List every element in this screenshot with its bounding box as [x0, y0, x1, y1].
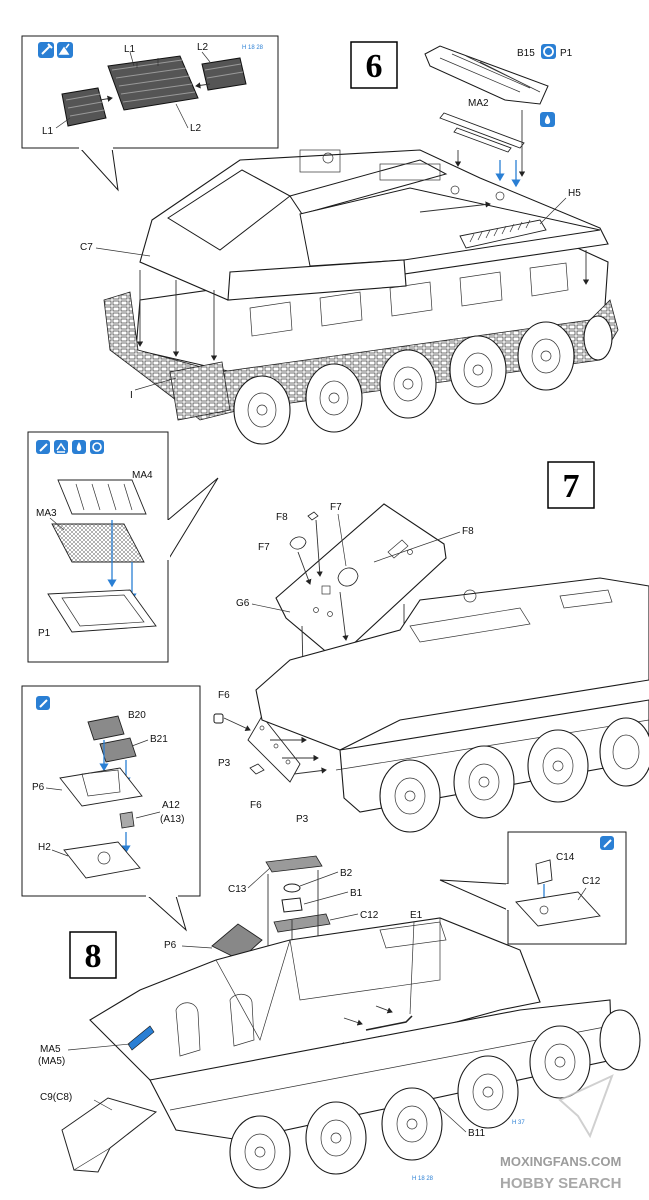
label-b11: B11 — [468, 1128, 485, 1139]
step-8-number-text: 8 — [85, 938, 102, 975]
glue-icon — [600, 836, 614, 850]
track-links — [61, 55, 247, 127]
label-p1-inset: P1 — [38, 628, 51, 639]
paint-icon — [72, 440, 86, 454]
label-p1: P1 — [560, 48, 573, 59]
label-f8-right: F8 — [462, 526, 474, 537]
label-i: I — [130, 390, 133, 401]
part-b15: B15 P1 — [424, 44, 573, 105]
road-wheels-step-8 — [229, 1009, 641, 1189]
hull-step-8: E1 B11 MA5 (MA5) C9(C8) — [38, 910, 641, 1189]
glue-icon — [36, 440, 50, 454]
label-ma2: MA2 — [468, 98, 489, 109]
part-p3-f6: F6 P3 F6 P3 — [213, 690, 327, 825]
part-stack-c13-b2-b1-c12: C13 B2 B1 C12 — [228, 855, 379, 981]
bend-icon — [54, 440, 68, 454]
label-f6-top: F6 — [218, 690, 230, 701]
label-p6-inset: P6 — [32, 782, 45, 793]
hull-step-6: H5 C7 I — [80, 149, 619, 445]
option-icon — [541, 44, 556, 59]
label-b2: B2 — [340, 868, 353, 879]
part-ma2: MA2 — [439, 98, 555, 188]
part-ref-tag: H 18 28 — [242, 45, 264, 51]
label-l1-bottom: L1 — [42, 126, 54, 137]
glue-icon — [36, 696, 50, 710]
svg-text:H 18 28: H 18 28 — [242, 45, 264, 51]
step-8-left-inset: B20 B21 P6 A12 (A13) H2 — [21, 685, 201, 932]
step-8-number: 8 — [69, 931, 117, 979]
label-f8-left: F8 — [276, 512, 288, 523]
label-ma3: MA3 — [36, 508, 57, 519]
label-h5: H5 — [568, 188, 581, 199]
road-wheels-step-6 — [233, 315, 613, 445]
label-c9: C9(C8) — [40, 1092, 72, 1103]
watermark: MOXINGFANS.COM HOBBY SEARCH — [500, 1074, 621, 1192]
label-a13: (A13) — [160, 814, 184, 825]
part-ref-tag: H 18 28 H 37 — [412, 1120, 525, 1182]
label-c14: C14 — [556, 852, 575, 863]
label-ma4: MA4 — [132, 470, 153, 481]
watermark-line2: HOBBY SEARCH — [500, 1175, 621, 1192]
label-b20: B20 — [128, 710, 146, 721]
label-ma5-alt: (MA5) — [38, 1056, 65, 1067]
label-l2-top: L2 — [197, 42, 209, 53]
label-f6-bottom: F6 — [250, 800, 262, 811]
step-6-number-text: 6 — [366, 48, 383, 85]
label-g6: G6 — [236, 598, 250, 609]
label-l1-top: L1 — [124, 44, 136, 55]
step-8-right-inset: C14 C12 — [439, 831, 627, 945]
step-6-track-inset: L1 L2 L1 L2 H 18 28 — [21, 35, 279, 192]
label-l2-bottom: L2 — [190, 123, 202, 134]
svg-text:H 18 28: H 18 28 — [412, 1176, 434, 1182]
paint-icon — [540, 112, 555, 127]
step-6-number: 6 — [350, 41, 398, 89]
label-a12: A12 — [162, 800, 180, 811]
label-b1: B1 — [350, 888, 363, 899]
glue-icon — [38, 42, 54, 58]
label-p3-right: P3 — [296, 814, 309, 825]
step-7-number-text: 7 — [563, 468, 580, 505]
label-f7-right: F7 — [330, 502, 342, 513]
sand-icon — [57, 42, 73, 58]
label-c7: C7 — [80, 242, 93, 253]
hull-step-7 — [255, 577, 649, 833]
label-f7-left: F7 — [258, 542, 270, 553]
svg-text:H 37: H 37 — [512, 1120, 525, 1126]
label-e1: E1 — [410, 910, 423, 921]
step-7-grille-inset: MA4 MA3 P1 — [27, 431, 219, 663]
option-icon — [90, 440, 104, 454]
label-p6: P6 — [164, 940, 177, 951]
label-c12-inset: C12 — [582, 876, 601, 887]
label-b15: B15 — [517, 48, 535, 59]
label-p3-left: P3 — [218, 758, 231, 769]
step-7: 7 MA4 MA3 P1 — [27, 431, 649, 833]
label-h2: H2 — [38, 842, 51, 853]
label-c13: C13 — [228, 884, 247, 895]
label-c12: C12 — [360, 910, 379, 921]
step-7-number: 7 — [547, 461, 595, 509]
watermark-line1: MOXINGFANS.COM — [500, 1154, 621, 1169]
label-b21: B21 — [150, 734, 168, 745]
road-wheels-step-7 — [379, 717, 649, 833]
step-6: 6 — [21, 35, 619, 445]
step-8: 8 B20 B21 P6 A12 (A13) — [21, 685, 641, 1189]
label-ma5: MA5 — [40, 1044, 61, 1055]
